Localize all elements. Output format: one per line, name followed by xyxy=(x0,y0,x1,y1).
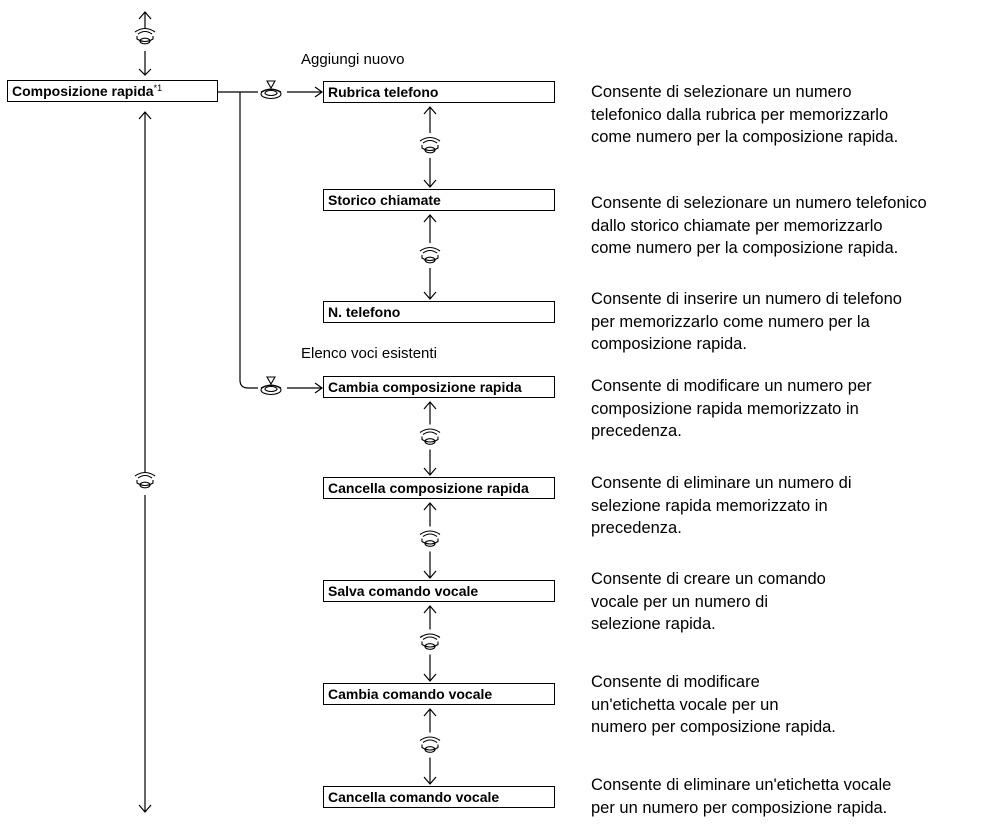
item-label: Rubrica telefono xyxy=(328,84,439,100)
scroll-knob-icon xyxy=(419,633,441,650)
item-box-salva-comando-vocale[interactable]: Salva comando vocale xyxy=(323,580,555,602)
item-description: Consente di creare un comando vocale per… xyxy=(591,570,826,633)
scroll-knob-icon xyxy=(134,27,156,45)
item-description: Consente di selezionare un numero telefo… xyxy=(591,194,927,257)
group-label-add-new: Aggiungi nuovo xyxy=(301,51,405,68)
item-box-rubrica-telefono[interactable]: Rubrica telefono xyxy=(323,81,555,103)
item-box-n-telefono[interactable]: N. telefono xyxy=(323,301,555,323)
item-label: N. telefono xyxy=(328,304,401,320)
item-description: Consente di modificare un numero per com… xyxy=(591,377,872,440)
scroll-knob-icon xyxy=(419,136,441,154)
item-label: Cambia composizione rapida xyxy=(328,379,522,395)
item-description: Consente di eliminare un numero di selez… xyxy=(591,474,852,537)
item-description: Consente di selezionare un numero telefo… xyxy=(591,83,899,146)
group-label-existing: Elenco voci esistenti xyxy=(301,345,437,362)
item-description: Consente di inserire un numero di telefo… xyxy=(591,290,902,353)
item-label: Cancella comando vocale xyxy=(328,789,500,805)
scroll-knob-icon xyxy=(419,736,441,753)
press-knob-icon xyxy=(260,376,282,396)
item-box-cambia-composizione-rapida[interactable]: Cambia composizione rapida xyxy=(323,376,555,398)
item-box-cambia-comando-vocale[interactable]: Cambia comando vocale xyxy=(323,683,555,705)
scroll-knob-icon xyxy=(419,530,441,547)
scroll-knob-icon xyxy=(419,428,441,445)
item-label: Cambia comando vocale xyxy=(328,686,493,702)
item-label: Storico chiamate xyxy=(328,192,441,208)
item-box-cancella-composizione-rapida[interactable]: Cancella composizione rapida xyxy=(323,477,555,499)
footnote-marker: *1 xyxy=(153,83,163,93)
item-label: Cancella composizione rapida xyxy=(328,480,529,496)
press-knob-icon xyxy=(260,80,282,100)
scroll-knob-icon xyxy=(419,246,441,264)
root-box[interactable]: Composizione rapida*1 xyxy=(7,80,218,102)
item-description: Consente di modificare un'etichetta voca… xyxy=(591,673,836,736)
item-label: Salva comando vocale xyxy=(328,583,479,599)
root-label: Composizione rapida xyxy=(12,83,154,99)
item-description: Consente di eliminare un'etichetta vocal… xyxy=(591,776,892,817)
scroll-knob-icon xyxy=(134,471,156,489)
item-box-storico-chiamate[interactable]: Storico chiamate xyxy=(323,189,555,211)
item-box-cancella-comando-vocale[interactable]: Cancella comando vocale xyxy=(323,786,555,808)
